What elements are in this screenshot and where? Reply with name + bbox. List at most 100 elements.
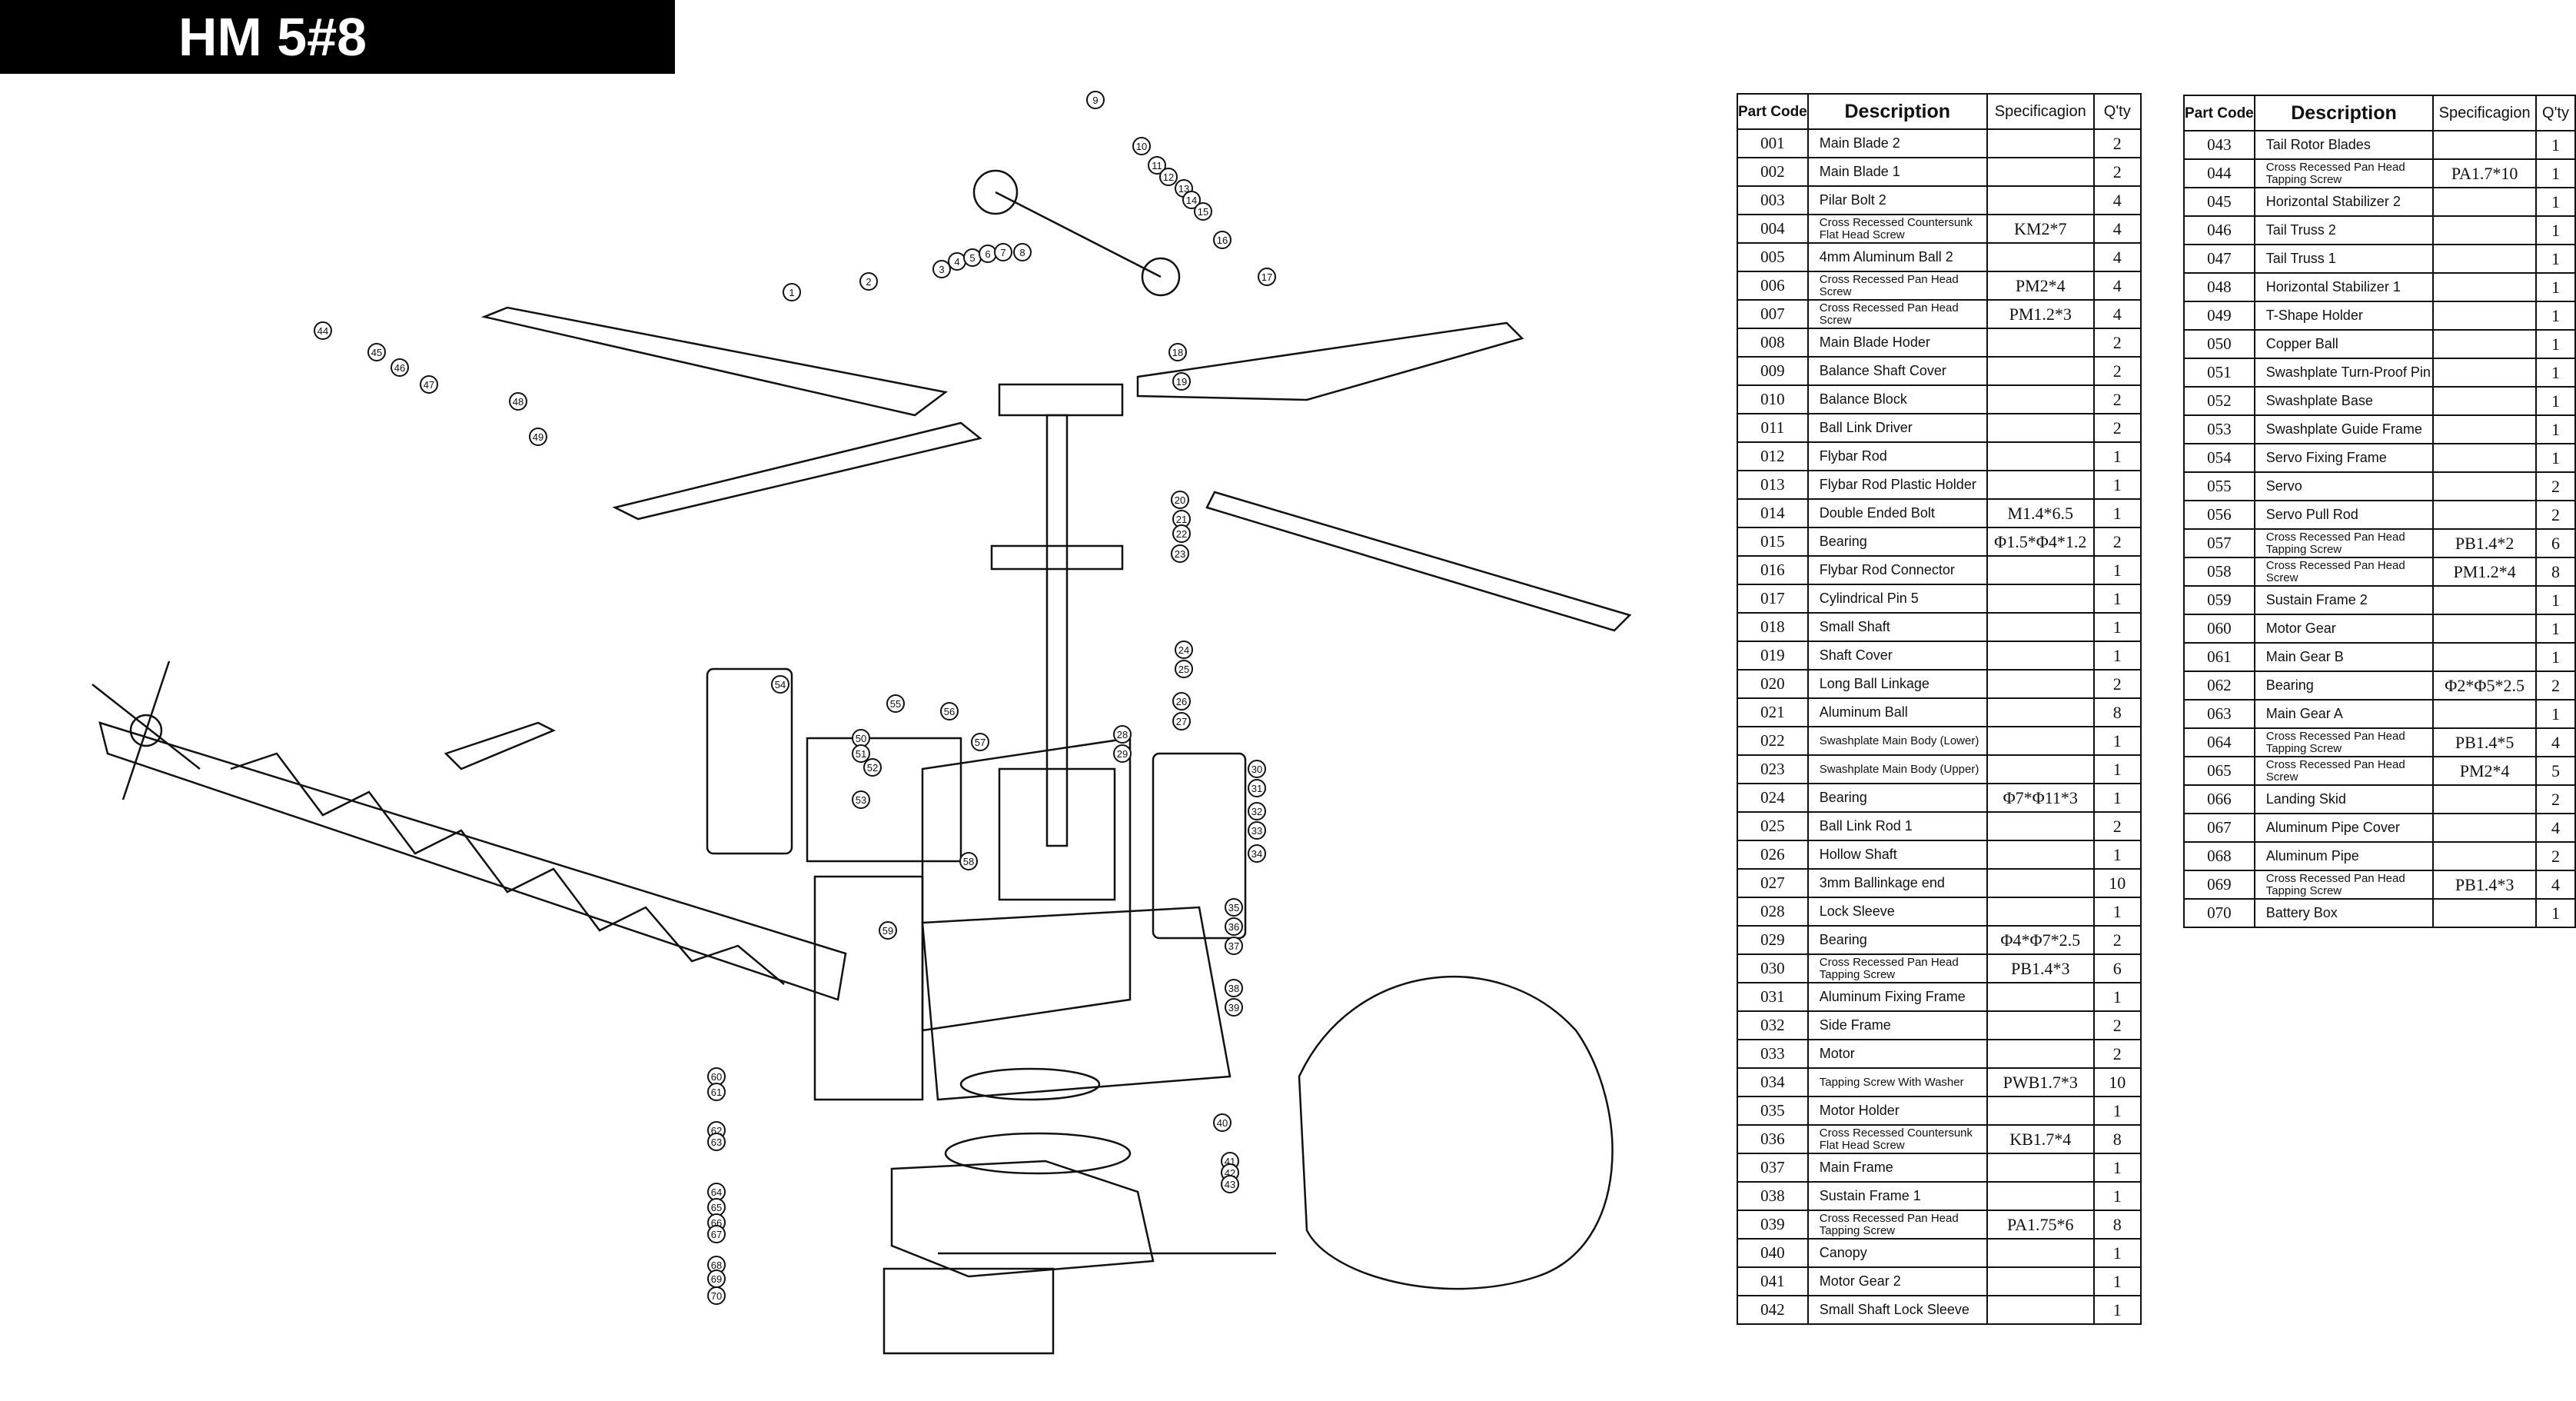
specification-cell — [2432, 500, 2537, 530]
description-cell: Cross Recessed Pan Head Tapping Screw — [1807, 1210, 1988, 1240]
quantity-cell: 4 — [2535, 727, 2576, 757]
landing-base — [882, 1267, 1055, 1355]
specification-cell: M1.4*6.5 — [1986, 498, 2095, 528]
part-code-cell: 022 — [1737, 726, 1809, 756]
horizontal-stabilizer — [444, 721, 557, 770]
part-code-cell: 043 — [2183, 130, 2255, 160]
part-code-cell: 013 — [1737, 470, 1809, 500]
quantity-cell: 2 — [2535, 500, 2576, 530]
part-code-cell: 027 — [1737, 868, 1809, 898]
quantity-cell: 2 — [2535, 784, 2576, 814]
battery-box — [813, 875, 924, 1101]
description-cell: Small Shaft — [1807, 612, 1988, 642]
svg-text:5: 5 — [969, 252, 975, 264]
description-cell: Flybar Rod Plastic Holder — [1807, 470, 1988, 500]
quantity-cell: 1 — [2535, 898, 2576, 928]
quantity-cell: 10 — [2092, 1067, 2142, 1097]
description-cell: Aluminum Pipe Cover — [2253, 813, 2435, 843]
svg-text:17: 17 — [1261, 271, 1272, 283]
motor-right — [1152, 752, 1247, 940]
callout-55: 55 — [886, 694, 905, 713]
svg-text:9: 9 — [1092, 95, 1098, 106]
quantity-cell: 4 — [2092, 185, 2142, 215]
quantity-cell: 8 — [2092, 697, 2142, 727]
description-cell: Motor Holder — [1807, 1096, 1988, 1126]
quantity-cell: 1 — [2535, 642, 2576, 672]
quantity-cell: 10 — [2092, 868, 2142, 898]
description-cell: Double Ended Bolt — [1807, 498, 1988, 528]
part-code-cell: 026 — [1737, 840, 1809, 870]
part-code-cell: 069 — [2183, 870, 2255, 900]
description-cell: Side Frame — [1807, 1010, 1988, 1040]
page-title: HM 5#8 — [178, 7, 367, 67]
description-cell: Motor — [1807, 1039, 1988, 1069]
part-code-cell: 004 — [1737, 214, 1809, 244]
part-code-cell: 050 — [2183, 329, 2255, 359]
callout-44: 44 — [314, 321, 332, 340]
part-code-cell: 007 — [1737, 299, 1809, 329]
specification-cell — [2432, 130, 2537, 160]
part-code-cell: 059 — [2183, 585, 2255, 615]
part-code-cell: 063 — [2183, 699, 2255, 729]
header-specification: Specificagion — [2432, 95, 2537, 131]
svg-text:21: 21 — [1176, 514, 1187, 525]
quantity-cell: 1 — [2535, 272, 2576, 302]
specification-cell — [1986, 555, 2095, 585]
callout-60: 60 — [707, 1067, 726, 1086]
callout-18: 18 — [1168, 343, 1187, 361]
description-cell: Bearing — [2253, 671, 2435, 700]
description-cell: Tapping Screw With Washer — [1807, 1067, 1988, 1097]
description-cell: 4mm Aluminum Ball 2 — [1807, 242, 1988, 272]
callout-56: 56 — [940, 702, 959, 720]
svg-text:38: 38 — [1228, 983, 1239, 994]
specification-cell — [1986, 328, 2095, 358]
callout-52: 52 — [863, 758, 882, 777]
description-cell: Balance Block — [1807, 384, 1988, 414]
part-code-cell: 005 — [1737, 242, 1809, 272]
header-description: Description — [2253, 95, 2435, 131]
specification-cell — [1986, 185, 2095, 215]
svg-text:52: 52 — [867, 762, 878, 774]
part-code-cell: 037 — [1737, 1153, 1809, 1183]
specification-cell — [1986, 413, 2095, 443]
quantity-cell: 1 — [2092, 498, 2142, 528]
specification-cell — [2432, 187, 2537, 217]
specification-cell: PB1.4*3 — [1986, 953, 2095, 983]
description-cell: Sustain Frame 2 — [2253, 585, 2435, 615]
specification-cell — [2432, 841, 2537, 871]
quantity-cell: 1 — [2535, 130, 2576, 160]
specification-cell — [1986, 1181, 2095, 1211]
main-gear-a — [944, 1132, 1132, 1175]
description-cell: Swashplate Guide Frame — [2253, 414, 2435, 444]
description-cell: Swashplate Base — [2253, 386, 2435, 416]
description-cell: Main Blade 2 — [1807, 128, 1988, 158]
quantity-cell: 1 — [2535, 414, 2576, 444]
quantity-cell: 8 — [2092, 1124, 2142, 1154]
callout-23: 23 — [1171, 544, 1189, 563]
part-code-cell: 023 — [1737, 754, 1809, 784]
part-code-cell: 056 — [2183, 500, 2255, 530]
part-code-cell: 047 — [2183, 244, 2255, 274]
quantity-cell: 8 — [2092, 1210, 2142, 1240]
svg-text:2: 2 — [866, 276, 871, 288]
description-cell: Main Frame — [1807, 1153, 1988, 1183]
svg-text:31: 31 — [1251, 783, 1262, 794]
callout-2: 2 — [859, 272, 878, 291]
specification-cell — [2432, 614, 2537, 644]
svg-text:61: 61 — [711, 1087, 722, 1098]
callout-12: 12 — [1159, 168, 1178, 186]
callout-31: 31 — [1248, 779, 1266, 797]
